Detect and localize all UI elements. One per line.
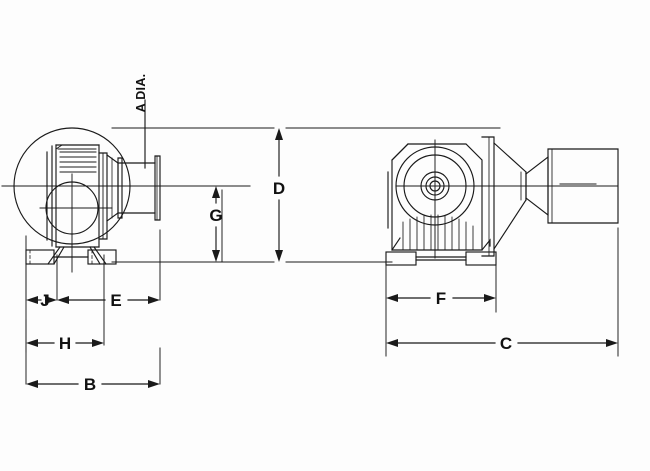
right-motor-body — [547, 148, 619, 224]
dim-g-arrow-top — [212, 186, 220, 198]
coupling-right-flange — [154, 155, 161, 221]
dim-d-arrow-top — [275, 128, 283, 140]
label-c: C — [500, 334, 512, 353]
dim-h-arrow-left — [26, 339, 38, 347]
label-d: D — [273, 179, 285, 198]
dim-c-arrow-right — [606, 339, 618, 347]
reducer-gusset-right — [481, 238, 491, 251]
dim-f-arrow-right — [484, 294, 496, 302]
reducer-foot-left — [385, 251, 417, 266]
right-view-reducer — [385, 136, 619, 266]
reducer-cooling-fins — [402, 214, 474, 251]
motor-fin-chamfer — [55, 144, 63, 150]
dim-g-arrow-bottom — [212, 250, 220, 262]
label-j: J — [40, 291, 49, 310]
dim-f-arrow-left — [386, 294, 398, 302]
label-g: G — [209, 206, 222, 225]
dim-j-arrow-right — [45, 296, 57, 304]
reducer-housing-chamfer — [391, 143, 409, 161]
label-b: B — [84, 375, 96, 394]
motor-cooling-fins — [57, 148, 97, 173]
dimension-labels: A DIA. D G J E H B F C — [40, 74, 512, 394]
dim-h-arrow-right — [92, 339, 104, 347]
dim-d-arrow-bottom — [275, 250, 283, 262]
label-f: F — [436, 289, 446, 308]
reducer-gusset-left — [391, 237, 401, 251]
reducer-foot-right — [465, 251, 497, 266]
label-a-dia: A DIA. — [134, 74, 148, 113]
motor-leg-left-inner — [53, 246, 65, 265]
label-h: H — [59, 334, 71, 353]
dim-e-arrow-left — [57, 296, 69, 304]
extension-lines — [25, 127, 619, 385]
dimension-lines — [26, 99, 618, 388]
dim-c-arrow-left — [386, 339, 398, 347]
label-e: E — [110, 291, 121, 310]
adapter-flange-plate — [481, 136, 495, 257]
dim-e-arrow-right — [148, 296, 160, 304]
coupling-left-flange — [117, 157, 123, 219]
dim-b-arrow-left — [26, 380, 38, 388]
dim-j-arrow-left — [26, 296, 38, 304]
dim-b-arrow-right — [148, 380, 160, 388]
